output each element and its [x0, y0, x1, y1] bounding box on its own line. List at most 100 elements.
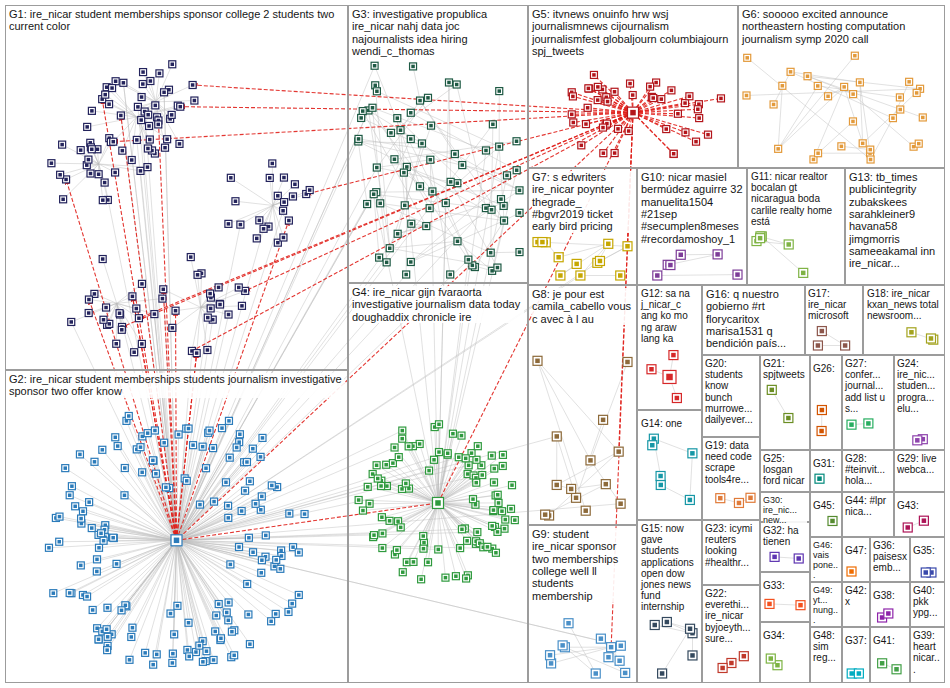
vertex-fill	[247, 613, 251, 617]
vertex-frame	[150, 661, 157, 668]
vertex-fill	[93, 460, 97, 464]
vertex-frame	[174, 602, 181, 609]
vertex-fill	[365, 202, 369, 206]
graph-edge	[177, 540, 272, 621]
vertex-frame	[447, 178, 454, 185]
graph-edge	[107, 540, 176, 650]
vertex-icon	[280, 174, 287, 181]
vertex-frame	[268, 482, 275, 489]
vertex-fill	[490, 208, 494, 212]
vertex-frame	[457, 545, 464, 552]
vertex-icon	[186, 653, 193, 660]
graph-edge	[164, 92, 176, 540]
vertex-frame	[513, 167, 520, 174]
graph-edge	[257, 205, 273, 238]
vertex-frame	[185, 425, 192, 432]
vertex-icon	[452, 573, 459, 580]
graph-edge	[538, 242, 628, 246]
vertex-fill	[238, 433, 242, 437]
vertex-frame	[394, 230, 401, 237]
vertex-icon	[295, 549, 302, 556]
vertex-frame	[95, 636, 102, 643]
vertex-fill	[274, 612, 278, 616]
vertex-icon	[66, 492, 73, 499]
vertex-icon	[273, 556, 280, 563]
vertex-icon	[502, 516, 509, 523]
graph-edge	[137, 140, 177, 540]
vertex-icon	[227, 174, 234, 181]
vertex-icon	[454, 180, 461, 187]
vertex-icon	[513, 138, 520, 145]
graph-edge	[177, 503, 439, 540]
graph-edge	[681, 254, 718, 255]
vertex-fill	[141, 70, 145, 74]
vertex-frame	[56, 538, 63, 545]
graph-edge	[397, 118, 475, 267]
vertex-fill	[209, 307, 213, 311]
vertex-icon	[93, 568, 100, 575]
vertex-frame	[60, 196, 67, 203]
vertex-frame	[175, 431, 182, 438]
vertex-frame	[426, 205, 433, 212]
vertex-frame	[258, 569, 265, 576]
vertex-icon	[258, 569, 265, 576]
vertex-fill	[490, 269, 494, 273]
vertex-frame	[89, 606, 96, 613]
vertex-fill	[164, 486, 168, 490]
vertex-fill	[396, 519, 400, 523]
vertex-icon	[516, 249, 523, 256]
graph-edge	[455, 154, 520, 190]
vertex-frame	[386, 245, 393, 252]
vertex-icon	[57, 171, 64, 178]
vertex-fill	[99, 532, 103, 536]
vertex-icon	[376, 254, 383, 261]
graph-edge	[813, 87, 844, 160]
vertex-fill	[162, 441, 166, 445]
vertex-fill	[264, 534, 268, 538]
graph-edge	[572, 92, 633, 112]
vertex-frame	[110, 534, 117, 541]
vertex-frame	[139, 469, 146, 476]
vertex-frame	[217, 301, 224, 308]
vertex-frame	[499, 451, 506, 458]
graph-edge	[141, 120, 176, 540]
vertex-icon	[99, 197, 106, 204]
vertex-fill	[237, 545, 241, 549]
vertex-frame	[266, 174, 273, 181]
vertex-fill	[131, 295, 135, 299]
vertex-fill	[234, 199, 238, 203]
vertex-fill	[170, 113, 174, 117]
vertex-fill	[198, 644, 202, 648]
vertex-frame	[187, 254, 194, 261]
vertex-fill	[447, 81, 451, 85]
vertex-icon	[377, 200, 384, 207]
graph-edge	[177, 540, 293, 603]
vertex-fill	[105, 628, 109, 632]
vertex-icon	[100, 537, 107, 544]
vertex-fill	[69, 320, 73, 324]
vertex-fill	[106, 606, 110, 610]
vertex-fill	[251, 550, 255, 554]
graph-edge	[565, 647, 611, 648]
vertex-icon	[410, 63, 417, 70]
vertex-icon	[139, 469, 146, 476]
vertex-frame	[379, 545, 386, 552]
vertex-frame	[301, 511, 308, 518]
vertex-icon	[189, 81, 196, 88]
vertex-frame	[225, 502, 232, 509]
vertex-icon	[109, 85, 116, 92]
vertex-frame	[489, 522, 496, 529]
vertex-icon	[142, 649, 149, 656]
vertex-frame	[222, 479, 229, 486]
vertex-fill	[137, 316, 141, 320]
vertex-icon	[458, 432, 465, 439]
vertex-icon	[183, 477, 190, 484]
vertex-frame	[84, 123, 91, 130]
vertex-frame	[50, 590, 57, 597]
vertex-fill	[97, 638, 101, 642]
vertex-frame	[407, 135, 414, 142]
vertex-fill	[274, 558, 278, 562]
vertex-frame	[378, 483, 385, 490]
vertex-icon	[268, 618, 275, 625]
vertex-frame	[113, 340, 120, 347]
